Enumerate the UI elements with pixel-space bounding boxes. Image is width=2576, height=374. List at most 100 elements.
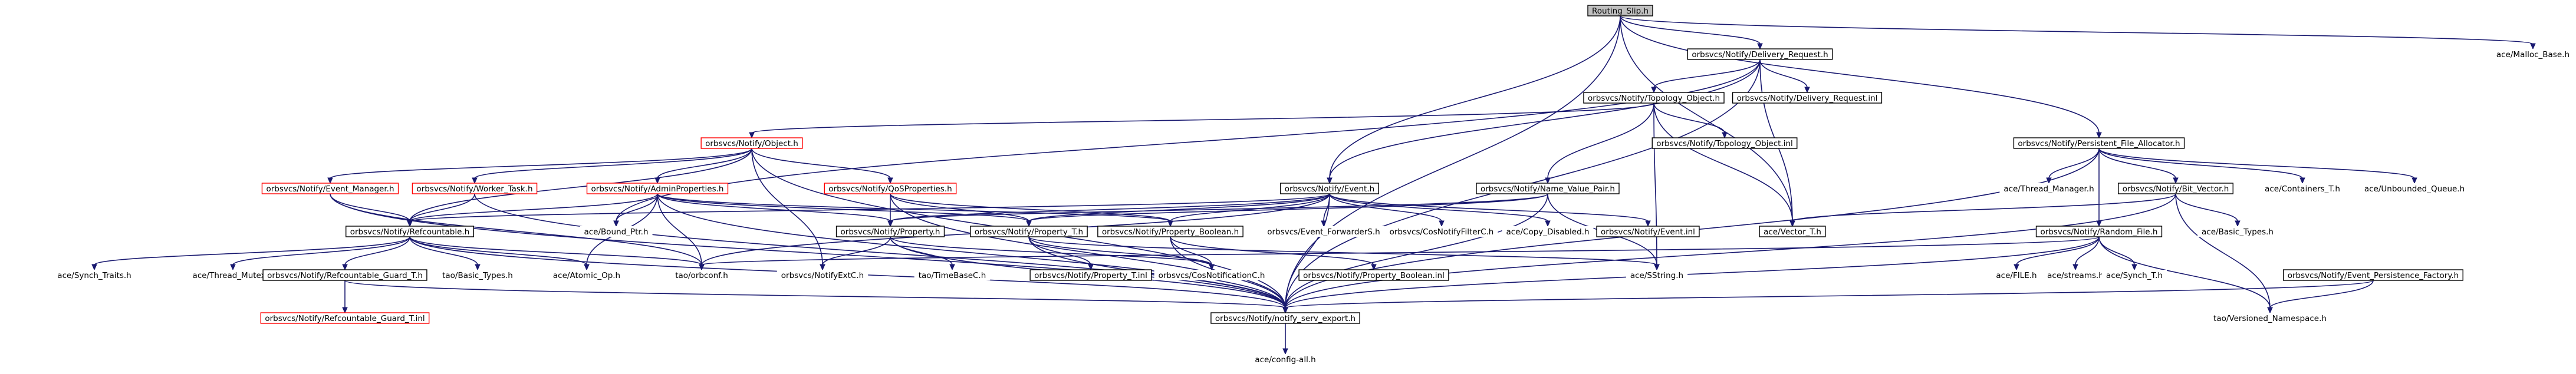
node-box[interactable] — [1583, 92, 1725, 104]
node-file-h[interactable]: ace/FILE.h — [1992, 270, 2041, 280]
node-bit-vector-h[interactable]: orbsvcs/Notify/Bit_Vector.h — [2118, 183, 2233, 194]
node-property-t-h[interactable]: orbsvcs/Notify/Property_T.h — [970, 226, 1088, 237]
node-box[interactable] — [1732, 92, 1883, 104]
node-box[interactable] — [2043, 270, 2108, 280]
node-box[interactable] — [2035, 226, 2163, 237]
node-box[interactable] — [700, 137, 803, 149]
node-box[interactable] — [2492, 49, 2574, 59]
node-box[interactable] — [2360, 183, 2469, 194]
node-box[interactable] — [580, 226, 653, 237]
node-box[interactable] — [2283, 269, 2463, 281]
node-property-boolean-h[interactable]: orbsvcs/Notify/Property_Boolean.h — [1097, 226, 1243, 237]
node-atomic-op-h[interactable]: ace/Atomic_Op.h — [548, 270, 625, 280]
node-property-h[interactable]: orbsvcs/Notify/Property.h — [835, 226, 945, 237]
node-thread-mutex-h[interactable]: ace/Thread_Mutex.h — [188, 270, 278, 280]
node-basic-types-ace-h[interactable]: ace/Basic_Types.h — [2197, 226, 2278, 237]
node-sstring-h[interactable]: ace/SString.h — [1626, 270, 1688, 280]
node-cos-notification-c-h[interactable]: orbsvcs/CosNotificationC.h — [1154, 270, 1269, 280]
node-box[interactable] — [346, 226, 474, 237]
node-box[interactable] — [777, 270, 868, 280]
node-orbconf-h[interactable]: tao/orbconf.h — [671, 270, 732, 280]
node-containers-t-h[interactable]: ace/Containers_T.h — [2261, 183, 2344, 194]
node-box[interactable] — [835, 226, 945, 237]
node-box[interactable] — [824, 183, 957, 194]
node-box[interactable] — [2209, 313, 2331, 323]
node-box[interactable] — [438, 270, 517, 280]
node-synch-t-h[interactable]: ace/Synch_T.h — [2102, 270, 2167, 280]
node-notify-serv-export-h[interactable]: orbsvcs/Notify/notify_serv_export.h — [1210, 312, 1360, 324]
node-box[interactable] — [970, 226, 1088, 237]
node-box[interactable] — [1999, 183, 2098, 194]
node-box[interactable] — [260, 312, 430, 324]
node-box[interactable] — [53, 270, 136, 280]
node-time-base-c-h[interactable]: tao/TimeBaseC.h — [914, 270, 991, 280]
node-unbounded-queue-h[interactable]: ace/Unbounded_Queue.h — [2360, 183, 2469, 194]
node-qos-properties-h[interactable]: orbsvcs/Notify/QoSProperties.h — [824, 183, 957, 194]
node-box[interactable] — [1298, 269, 1449, 281]
node-box[interactable] — [1596, 226, 1700, 237]
node-box[interactable] — [1626, 270, 1688, 280]
node-persistent-file-allocator-h[interactable]: orbsvcs/Notify/Persistent_File_Allocator… — [2013, 137, 2185, 149]
node-box[interactable] — [1154, 270, 1269, 280]
node-box[interactable] — [1210, 312, 1360, 324]
node-worker-task-h[interactable]: orbsvcs/Notify/Worker_Task.h — [412, 183, 538, 194]
node-cos-notify-filter-c-h[interactable]: orbsvcs/CosNotifyFilterC.h — [1385, 226, 1498, 237]
node-box[interactable] — [2197, 226, 2278, 237]
node-event-inl[interactable]: orbsvcs/Notify/Event.inl — [1596, 226, 1700, 237]
node-box[interactable] — [261, 183, 399, 194]
node-admin-properties-h[interactable]: orbsvcs/Notify/AdminProperties.h — [586, 183, 729, 194]
node-box[interactable] — [1759, 226, 1826, 237]
node-box[interactable] — [586, 183, 729, 194]
node-event-forwarder-h[interactable]: orbsvcs/Event_ForwarderS.h — [1263, 226, 1384, 237]
node-config-all-h[interactable]: ace/config-all.h — [1251, 354, 1320, 365]
node-topology-object-inl[interactable]: orbsvcs/Notify/Topology_Object.inl — [1651, 137, 1798, 149]
node-box[interactable] — [1251, 354, 1320, 365]
node-box[interactable] — [1587, 5, 1653, 16]
node-box[interactable] — [1097, 226, 1243, 237]
node-bound-ptr-h[interactable]: ace/Bound_Ptr.h — [580, 226, 653, 237]
node-box[interactable] — [2261, 183, 2344, 194]
node-box[interactable] — [1502, 226, 1594, 237]
node-event-manager-h[interactable]: orbsvcs/Notify/Event_Manager.h — [261, 183, 399, 194]
node-delivery-request-inl[interactable]: orbsvcs/Notify/Delivery_Request.inl — [1732, 92, 1883, 104]
node-os-nsstreams-h[interactable]: ace/streams.h — [2043, 270, 2108, 280]
node-box[interactable] — [1029, 269, 1152, 281]
node-refcountable-guard-t-h[interactable]: orbsvcs/Notify/Refcountable_Guard_T.h — [262, 269, 427, 281]
node-property-t-inl[interactable]: orbsvcs/Notify/Property_T.inl — [1029, 269, 1152, 281]
node-topology-object-h[interactable]: orbsvcs/Notify/Topology_Object.h — [1583, 92, 1725, 104]
node-event-persistence-factory-h[interactable]: orbsvcs/Notify/Event_Persistence_Factory… — [2283, 269, 2463, 281]
node-box[interactable] — [1263, 226, 1384, 237]
node-versioned-namespace-h[interactable]: tao/Versioned_Namespace.h — [2209, 313, 2331, 323]
node-tao-basic-types-h[interactable]: tao/Basic_Types.h — [438, 270, 517, 280]
node-thread-manager-h[interactable]: ace/Thread_Manager.h — [1999, 183, 2098, 194]
node-malloc-base-h[interactable]: ace/Malloc_Base.h — [2492, 49, 2574, 59]
node-box[interactable] — [262, 269, 427, 281]
node-box[interactable] — [188, 270, 278, 280]
node-name-value-pair-h[interactable]: orbsvcs/Notify/Name_Value_Pair.h — [1476, 183, 1620, 194]
node-box[interactable] — [1651, 137, 1798, 149]
node-box[interactable] — [1687, 48, 1833, 60]
node-refcountable-guard-t-inl[interactable]: orbsvcs/Notify/Refcountable_Guard_T.inl — [260, 312, 430, 324]
node-vector-t-h[interactable]: ace/Vector_T.h — [1759, 226, 1826, 237]
node-copy-disabled-h[interactable]: ace/Copy_Disabled.h — [1502, 226, 1594, 237]
node-box[interactable] — [2118, 183, 2233, 194]
node-box[interactable] — [2013, 137, 2185, 149]
node-box[interactable] — [1476, 183, 1620, 194]
node-box[interactable] — [412, 183, 538, 194]
node-routing-slip-h[interactable]: Routing_Slip.h — [1587, 5, 1653, 16]
node-notify-ext-c-h[interactable]: orbsvcs/NotifyExtC.h — [777, 270, 868, 280]
node-property-boolean-inl[interactable]: orbsvcs/Notify/Property_Boolean.inl — [1298, 269, 1449, 281]
node-synch-traits-h[interactable]: ace/Synch_Traits.h — [53, 270, 136, 280]
node-box[interactable] — [1280, 183, 1379, 194]
node-box[interactable] — [2102, 270, 2167, 280]
node-refcountable-h[interactable]: orbsvcs/Notify/Refcountable.h — [346, 226, 474, 237]
node-box[interactable] — [914, 270, 991, 280]
node-event-h[interactable]: orbsvcs/Notify/Event.h — [1280, 183, 1379, 194]
node-box[interactable] — [548, 270, 625, 280]
node-box[interactable] — [671, 270, 732, 280]
node-box[interactable] — [1385, 226, 1498, 237]
node-box[interactable] — [1992, 270, 2041, 280]
node-random-file-h[interactable]: orbsvcs/Notify/Random_File.h — [2035, 226, 2163, 237]
node-delivery-request-h[interactable]: orbsvcs/Notify/Delivery_Request.h — [1687, 48, 1833, 60]
node-object-h[interactable]: orbsvcs/Notify/Object.h — [700, 137, 803, 149]
